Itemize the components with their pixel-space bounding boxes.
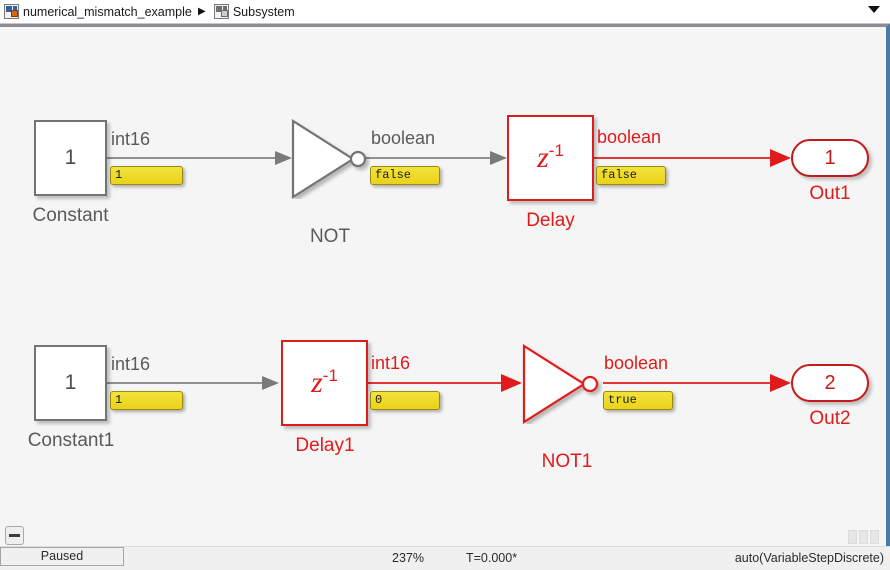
signal-type-label-constant1: int16 [111,354,151,374]
breadcrumb-model-label: numerical_mismatch_example [23,4,192,19]
breadcrumb-bar: numerical_mismatch_example ▶ Subsystem [0,0,890,24]
status-sim-state-button[interactable]: Paused [0,547,124,566]
block-outport-2-number: 2 [824,371,836,394]
signal-type-label-not: boolean [371,128,436,148]
block-constant[interactable]: 1 [34,120,107,196]
signal-type-label-delay1: int16 [371,353,411,373]
signal-value-tooltip-constant[interactable]: 1 [110,166,183,185]
block-not-label: NOT [309,226,351,247]
status-bar: 237% T=0.000* Paused auto(VariableStepDi… [0,546,890,570]
block-constant-value: 1 [64,146,77,169]
block-delay[interactable]: z-1 [507,115,594,201]
signal-value-tooltip-delay[interactable]: false [596,166,666,185]
simulink-subsystem-icon [213,4,229,19]
block-outport-1[interactable]: 1 [791,139,869,177]
block-delay1-exponent: -1 [322,366,338,385]
block-constant1[interactable]: 1 [34,345,107,421]
model-canvas[interactable]: 1 Constant int16 1 NOT boolean false z-1… [0,27,886,546]
block-delay1-label: Delay1 [295,435,355,456]
breadcrumb-separator-icon: ▶ [197,5,206,17]
simulink-model-icon [4,4,19,19]
block-delay1[interactable]: z-1 [281,340,368,426]
breadcrumb-item-subsystem[interactable]: Subsystem [210,1,297,23]
block-constant-label: Constant [32,205,109,226]
block-delay1-symbol: z-1 [311,366,338,399]
breadcrumb-item-model[interactable]: numerical_mismatch_example [0,1,194,23]
block-outport-1-label: Out1 [809,183,851,204]
status-solver-link[interactable]: auto(VariableStepDiscrete) [734,551,884,565]
status-zoom-level[interactable]: 237% [392,551,424,565]
signal-wires [107,149,791,392]
block-delay-symbol: z-1 [537,141,564,174]
block-outport-1-number: 1 [824,146,836,169]
resize-grip-icon[interactable] [848,530,882,544]
signal-value-tooltip-not1[interactable]: true [603,391,673,410]
block-outport-2-label: Out2 [809,408,851,429]
block-not1-label: NOT1 [541,451,593,472]
signal-value-tooltip-delay1[interactable]: 0 [370,391,440,410]
block-not[interactable] [290,119,370,199]
signal-type-label-constant: int16 [111,129,151,149]
block-not1[interactable] [521,344,603,424]
signal-value-tooltip-constant1[interactable]: 1 [110,391,183,410]
block-delay-exponent: -1 [548,141,564,160]
status-simulation-time: T=0.000* [466,551,518,565]
signal-type-label-delay: boolean [597,127,662,147]
block-constant1-label: Constant1 [27,430,115,451]
block-outport-2[interactable]: 2 [791,364,869,402]
block-constant1-value: 1 [64,371,77,394]
signal-type-label-not1: boolean [604,353,669,373]
chevron-down-icon[interactable] [868,6,880,13]
collapse-minimize-icon[interactable] [5,526,24,545]
block-delay-label: Delay [526,210,575,231]
model-canvas-frame: 1 Constant int16 1 NOT boolean false z-1… [0,24,890,546]
signal-value-tooltip-not[interactable]: false [370,166,440,185]
breadcrumb-subsystem-label: Subsystem [232,4,295,19]
